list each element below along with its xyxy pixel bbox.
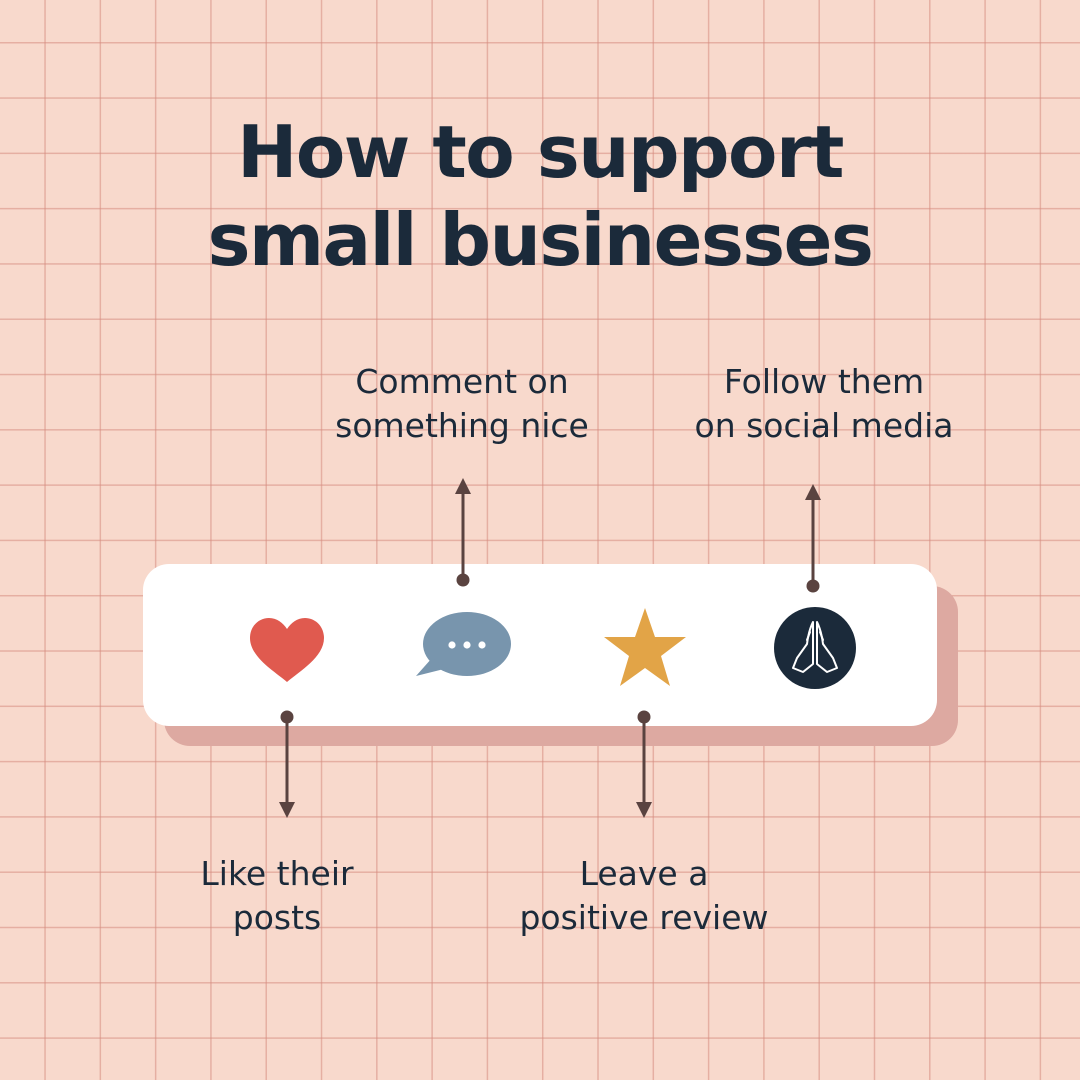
- label-like-line-2: posts: [232, 898, 322, 937]
- praying-hands-icon: [774, 607, 856, 689]
- label-follow-line-2: on social media: [694, 406, 954, 445]
- label-follow: Follow them on social media: [664, 360, 984, 448]
- label-comment-line-1: Comment on: [355, 362, 569, 401]
- speech-bubble-icon: [416, 612, 511, 676]
- label-review-line-1: Leave a: [579, 854, 709, 893]
- label-comment-line-2: something nice: [335, 406, 589, 445]
- heart-icon: [250, 618, 324, 682]
- connector-like: [279, 710, 295, 818]
- label-like-line-1: Like their: [200, 854, 354, 893]
- star-icon: [604, 608, 686, 686]
- title-line-2: small businesses: [207, 198, 874, 282]
- connector-review: [636, 710, 652, 818]
- page-title: How to support small businesses: [0, 108, 1080, 284]
- label-follow-line-1: Follow them: [723, 362, 925, 401]
- label-comment: Comment on something nice: [312, 360, 612, 448]
- label-like-posts: Like their posts: [127, 852, 427, 940]
- label-review: Leave a positive review: [494, 852, 794, 940]
- connector-follow: [805, 484, 821, 593]
- label-review-line-2: positive review: [519, 898, 769, 937]
- title-line-1: How to support: [237, 110, 844, 194]
- connector-comment: [455, 478, 471, 587]
